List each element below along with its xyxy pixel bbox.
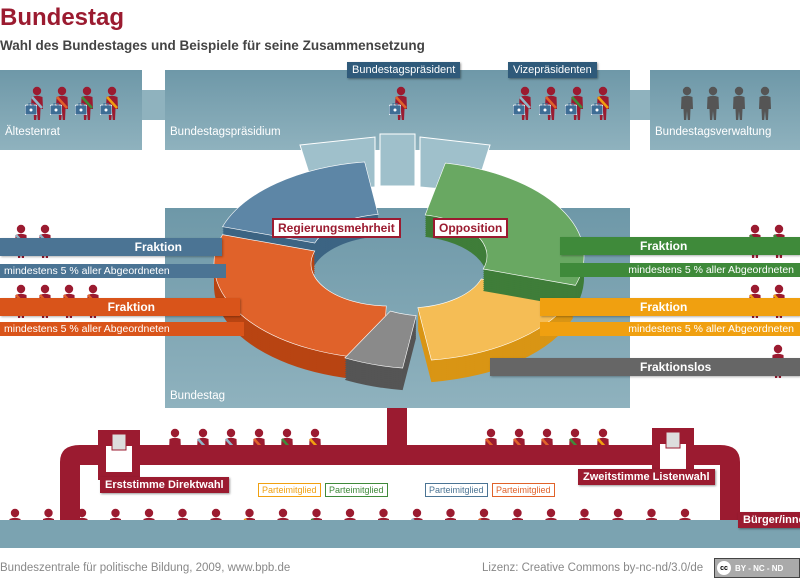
election-frame <box>60 408 740 525</box>
praesidium-seat <box>379 133 416 187</box>
fraktion-label: Fraktion <box>640 300 688 314</box>
fraktion-sub-label: mindestens 5 % aller Abgeordneten <box>628 264 794 276</box>
fraktionslos-bar: Fraktionslos <box>490 358 800 376</box>
person-icon <box>513 86 531 120</box>
footer-credit: Bundeszentrale für politische Bildung, 2… <box>0 562 291 574</box>
regierung-label: Regierungsmehrheit <box>272 218 401 238</box>
fraktion-bar-left-2: Fraktion <box>0 298 240 316</box>
parteimitglied-tag: Parteimitglied <box>425 483 488 497</box>
opposition-label: Opposition <box>433 218 509 238</box>
fraktion-bar-right-2: Fraktion <box>540 298 800 316</box>
cc-license-badge[interactable]: cc BY - NC - ND <box>714 558 800 578</box>
buerger-label: Bürger/innen <box>738 512 800 528</box>
person-icon <box>100 86 118 120</box>
person-icon <box>565 86 583 120</box>
bundestag-label: Bundestag <box>170 390 225 402</box>
parteimitglied-tag: Parteimitglied <box>258 483 321 497</box>
verwaltung-panel <box>650 70 800 150</box>
aeltestenrat-label: Ältestenrat <box>5 126 60 138</box>
page-title: Bundestag <box>0 4 125 31</box>
fraktion-sub-label: mindestens 5 % aller Abgeordneten <box>628 323 794 335</box>
aeltestenrat-panel <box>0 70 142 150</box>
person-icon <box>50 86 68 120</box>
vize-tag: Vizepräsidenten <box>508 62 597 78</box>
cc-icon: cc <box>717 561 731 575</box>
ballot-box-icon <box>98 430 140 480</box>
fraktion-label: Fraktion <box>134 240 182 254</box>
fraktion-label: Fraktion <box>107 300 155 314</box>
footer-license[interactable]: Lizenz: Creative Commons by-nc-nd/3.0/de <box>482 562 704 574</box>
person-icon <box>539 86 557 120</box>
fraktion-label: Fraktion <box>640 239 688 253</box>
parteimitglied-tag: Parteimitglied <box>492 483 555 497</box>
person-icon <box>25 86 43 120</box>
fraktion-bar-left-1: Fraktion <box>0 238 222 256</box>
person-icon <box>389 86 407 120</box>
praesident-tag: Bundestagspräsident <box>347 62 461 78</box>
fraktion-sub-label: mindestens 5 % aller Abgeordneten <box>4 265 170 277</box>
fraktion-sub-right-2: mindestens 5 % aller Abgeordneten <box>540 322 800 336</box>
fraktionslos-label: Fraktionslos <box>640 360 712 374</box>
fraktion-sub-label: mindestens 5 % aller Abgeordneten <box>4 323 170 335</box>
person-icon <box>591 86 609 120</box>
verwaltung-label: Bundestagsverwaltung <box>655 126 772 138</box>
cc-badge-text: BY - NC - ND <box>735 563 784 573</box>
person-icon <box>75 86 93 120</box>
zweitstimme-label: Zweitstimme Listenwahl <box>578 469 715 485</box>
fraktion-sub-left-2: mindestens 5 % aller Abgeordneten <box>0 322 244 336</box>
fraktion-sub-right-1: mindestens 5 % aller Abgeordneten <box>560 263 800 277</box>
fraktion-bar-right-1: Fraktion <box>560 237 800 255</box>
citizens-band <box>0 520 800 548</box>
parteimitglied-tag: Parteimitglied <box>325 483 388 497</box>
praesidium-label: Bundestagspräsidium <box>170 126 281 138</box>
erststimme-label: Erststimme Direktwahl <box>100 477 229 493</box>
fraktion-sub-left-1: mindestens 5 % aller Abgeordneten <box>0 264 226 278</box>
page-subtitle: Wahl des Bundestages und Beispiele für s… <box>0 38 425 53</box>
wedge-fraktionslos <box>344 310 417 369</box>
